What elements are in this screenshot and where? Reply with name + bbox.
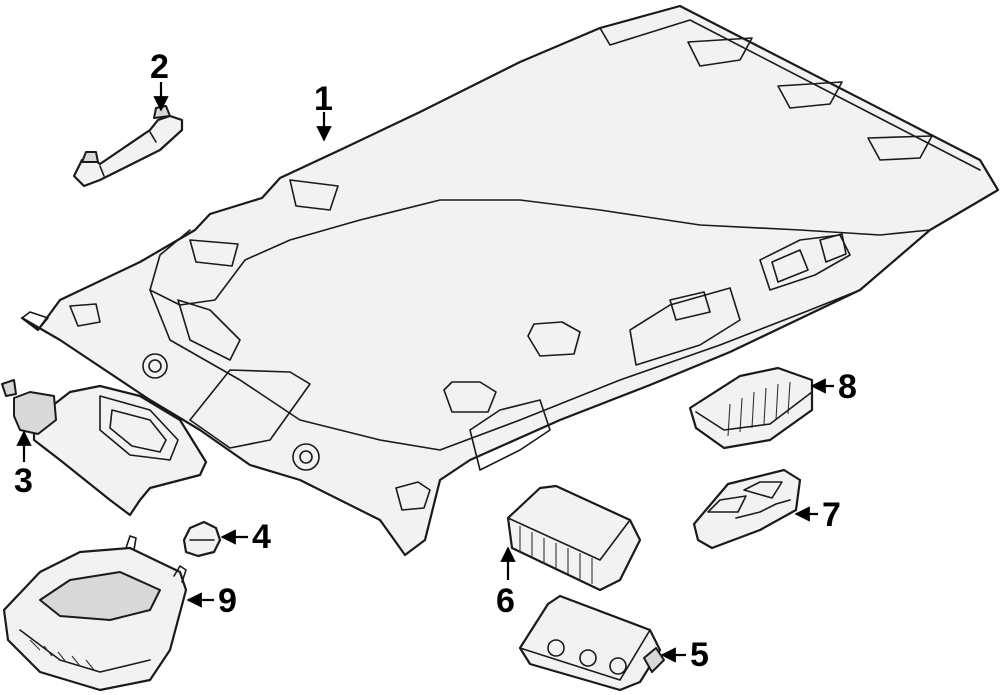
callout-label: 9	[218, 582, 237, 620]
lamp-housing-part	[506, 484, 642, 592]
grab-handle-part	[72, 105, 184, 188]
callout-1: 1	[314, 80, 333, 142]
clip-part	[182, 520, 222, 558]
callout-label: 3	[14, 462, 33, 500]
callout-label: 6	[496, 582, 515, 620]
callout-label: 8	[838, 368, 857, 406]
callout-7: 7	[794, 496, 841, 534]
map-lamp-part	[518, 594, 665, 692]
callout-5: 5	[660, 636, 709, 674]
callout-label: 5	[690, 636, 709, 674]
callout-4: 4	[220, 518, 271, 556]
lamp-module-part	[688, 366, 814, 450]
callout-3: 3	[14, 430, 33, 500]
callout-label: 1	[314, 80, 333, 118]
sun-visor-part	[1, 379, 208, 517]
callout-9: 9	[186, 582, 237, 620]
overhead-console-part	[2, 535, 188, 692]
headliner-part	[20, 4, 1000, 557]
callout-8: 8	[810, 368, 857, 406]
callout-label: 2	[150, 48, 169, 86]
switch-module-part	[692, 468, 802, 550]
callout-label: 7	[822, 496, 841, 534]
callout-2: 2	[150, 48, 169, 112]
callout-label: 4	[252, 518, 271, 556]
callout-6: 6	[496, 546, 516, 620]
